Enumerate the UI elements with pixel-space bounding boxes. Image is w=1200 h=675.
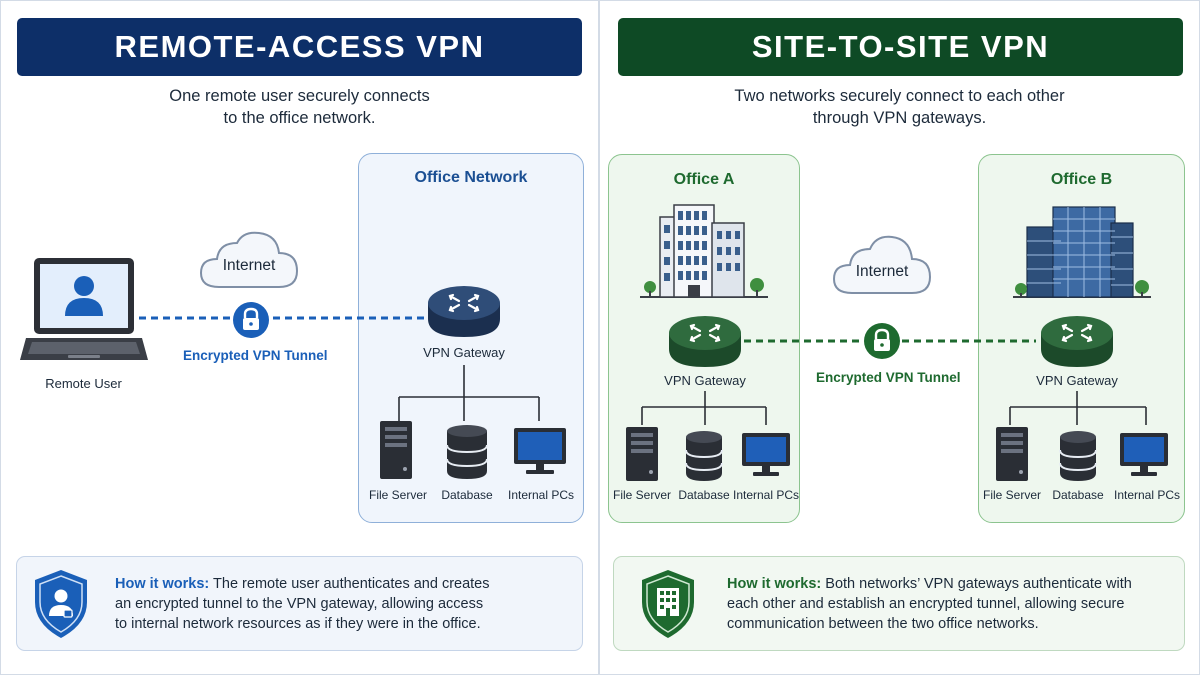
cloud-icon bbox=[832, 235, 932, 294]
how-lead: How it works: bbox=[727, 576, 822, 592]
vpn-tunnel-line bbox=[139, 316, 424, 320]
subtitle-line: Two networks securely connect to each ot… bbox=[734, 87, 1065, 105]
cloud-icon bbox=[199, 231, 299, 288]
monitor-icon bbox=[742, 433, 790, 476]
vpn-gateway-a-label: VPN Gateway bbox=[664, 373, 746, 388]
database-icon bbox=[1059, 431, 1097, 481]
how-line: to internal network resources as if they… bbox=[115, 616, 481, 632]
connector-lines bbox=[1009, 391, 1147, 425]
how-it-works-box: How it works: Both networks’ VPN gateway… bbox=[613, 556, 1185, 651]
how-it-works-box: How it works: The remote user authentica… bbox=[16, 556, 583, 651]
monitor-icon bbox=[1120, 433, 1168, 476]
lock-icon bbox=[233, 302, 269, 338]
subtitle-line: to the office network. bbox=[223, 109, 376, 127]
database-icon bbox=[446, 425, 488, 479]
shield-building-icon bbox=[642, 570, 694, 638]
office-building-icon bbox=[640, 204, 768, 298]
office-a-title: Office A bbox=[673, 171, 735, 188]
how-it-works-text: How it works: The remote user authentica… bbox=[115, 574, 575, 634]
resource-label: Database bbox=[1052, 488, 1104, 502]
how-line-text: Both networks’ VPN gateways authenticate… bbox=[821, 576, 1132, 592]
how-line: an encrypted tunnel to the VPN gateway, … bbox=[115, 596, 484, 612]
how-line: communication between the two office net… bbox=[727, 616, 1039, 632]
vpn-gateway-label: VPN Gateway bbox=[423, 345, 505, 360]
resource-label: File Server bbox=[368, 488, 427, 502]
how-lead: How it works: bbox=[115, 576, 210, 592]
router-icon bbox=[1041, 316, 1113, 367]
monitor-icon bbox=[514, 428, 566, 474]
resource-label: Database bbox=[678, 488, 730, 502]
file-server-icon bbox=[626, 427, 658, 481]
site-to-site-subtitle: Two networks securely connect to each ot… bbox=[600, 85, 1199, 129]
remote-access-subtitle: One remote user securely connects to the… bbox=[1, 85, 598, 129]
connector-lines bbox=[641, 391, 767, 425]
remote-user-label: Remote User bbox=[45, 376, 122, 391]
laptop-icon bbox=[20, 258, 148, 360]
connector-lines bbox=[398, 365, 540, 421]
resource-label: Internal PCs bbox=[507, 488, 575, 502]
file-server-icon bbox=[380, 421, 412, 479]
lock-icon bbox=[864, 323, 900, 359]
database-icon bbox=[685, 431, 723, 481]
router-icon bbox=[669, 316, 741, 367]
how-line-text: The remote user authenticates and create… bbox=[209, 576, 490, 592]
resource-label: Database bbox=[441, 488, 493, 502]
remote-access-panel: REMOTE-ACCESS VPN One remote user secure… bbox=[0, 0, 599, 675]
cloud-label: Internet bbox=[222, 257, 276, 274]
cloud-label: Internet bbox=[855, 263, 909, 280]
tunnel-label: Encrypted VPN Tunnel bbox=[183, 348, 328, 363]
office-network-title: Office Network bbox=[414, 169, 528, 186]
subtitle-line: One remote user securely connects bbox=[169, 87, 430, 105]
file-server-icon bbox=[996, 427, 1028, 481]
router-icon bbox=[428, 286, 500, 337]
how-line: each other and establish an encrypted tu… bbox=[727, 596, 1125, 612]
site-to-site-title: SITE-TO-SITE VPN bbox=[618, 18, 1183, 76]
office-building-icon bbox=[1013, 206, 1151, 298]
office-b-title: Office B bbox=[1050, 171, 1113, 188]
resource-label: File Server bbox=[612, 488, 671, 502]
tunnel-label: Encrypted VPN Tunnel bbox=[816, 370, 961, 385]
resource-label: File Server bbox=[982, 488, 1041, 502]
shield-user-icon bbox=[35, 570, 87, 638]
vpn-tunnel-line bbox=[744, 339, 1036, 343]
remote-access-title: REMOTE-ACCESS VPN bbox=[17, 18, 582, 76]
vpn-gateway-b-label: VPN Gateway bbox=[1036, 373, 1118, 388]
how-it-works-text: How it works: Both networks’ VPN gateway… bbox=[727, 574, 1177, 634]
resource-label: Internal PCs bbox=[732, 488, 800, 502]
subtitle-line: through VPN gateways. bbox=[812, 109, 987, 127]
resource-label: Internal PCs bbox=[1113, 488, 1181, 502]
how-line: How it works: Both networks’ VPN gateway… bbox=[727, 574, 1177, 594]
how-line: How it works: The remote user authentica… bbox=[115, 574, 575, 594]
site-to-site-panel: SITE-TO-SITE VPN Two networks securely c… bbox=[599, 0, 1200, 675]
